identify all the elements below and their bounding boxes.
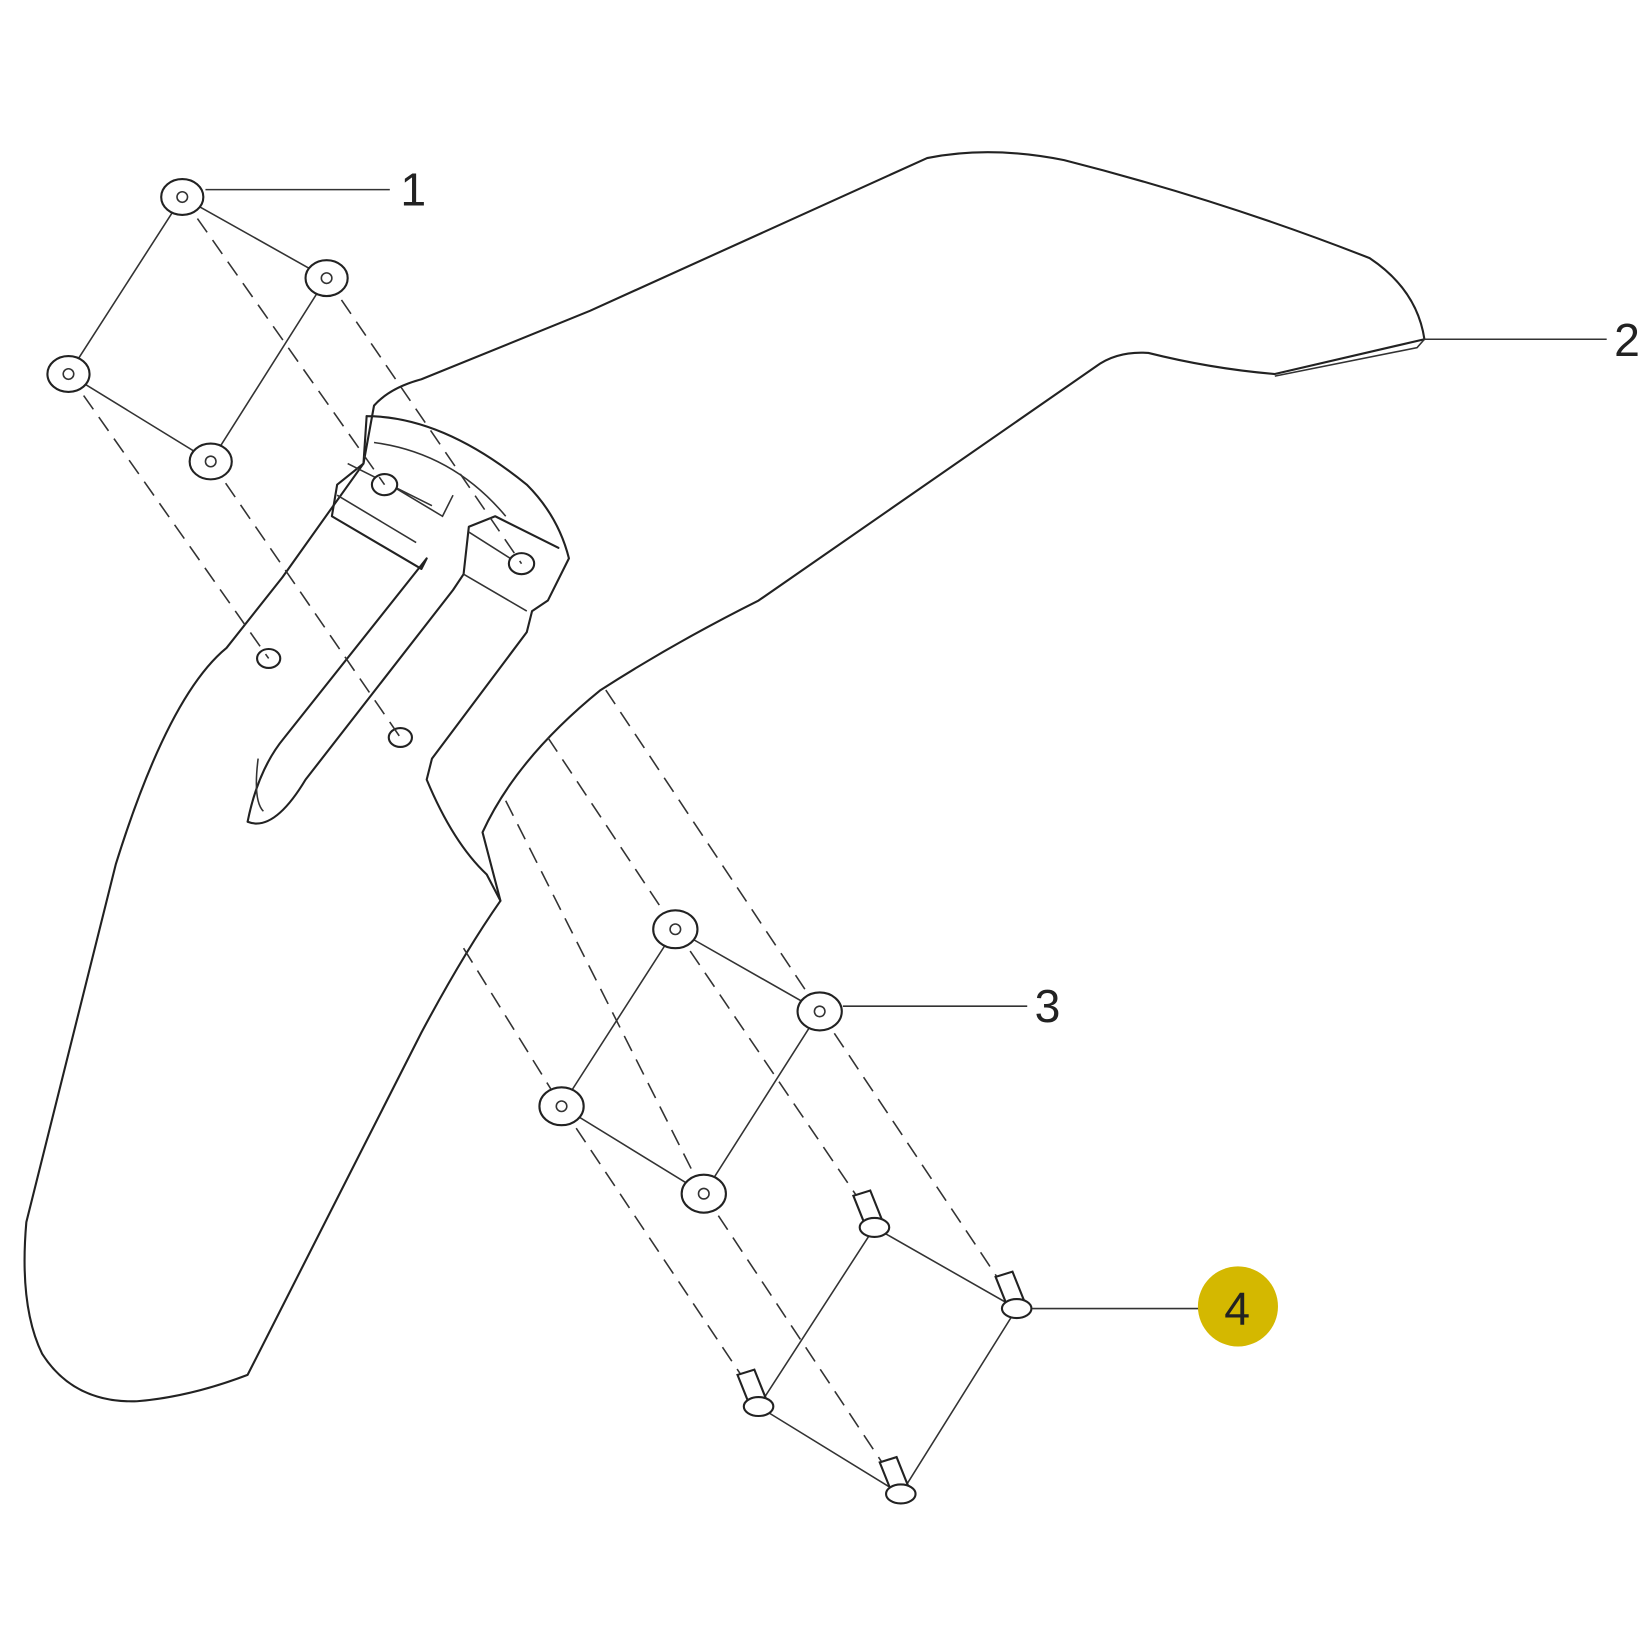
callout-1[interactable]: 1: [400, 163, 426, 215]
callout-4[interactable]: 4: [1224, 1282, 1250, 1334]
highlight-marker: [1197, 1266, 1278, 1347]
callout-3[interactable]: 3: [1035, 980, 1061, 1032]
fender-part[interactable]: [23, 151, 1426, 1403]
washer-set-1: [46, 178, 523, 738]
washer[interactable]: [46, 178, 349, 481]
callout-2[interactable]: 2: [1614, 314, 1640, 366]
washer-set-3: [462, 689, 1018, 1492]
bolt-set-4: [736, 1189, 1033, 1505]
